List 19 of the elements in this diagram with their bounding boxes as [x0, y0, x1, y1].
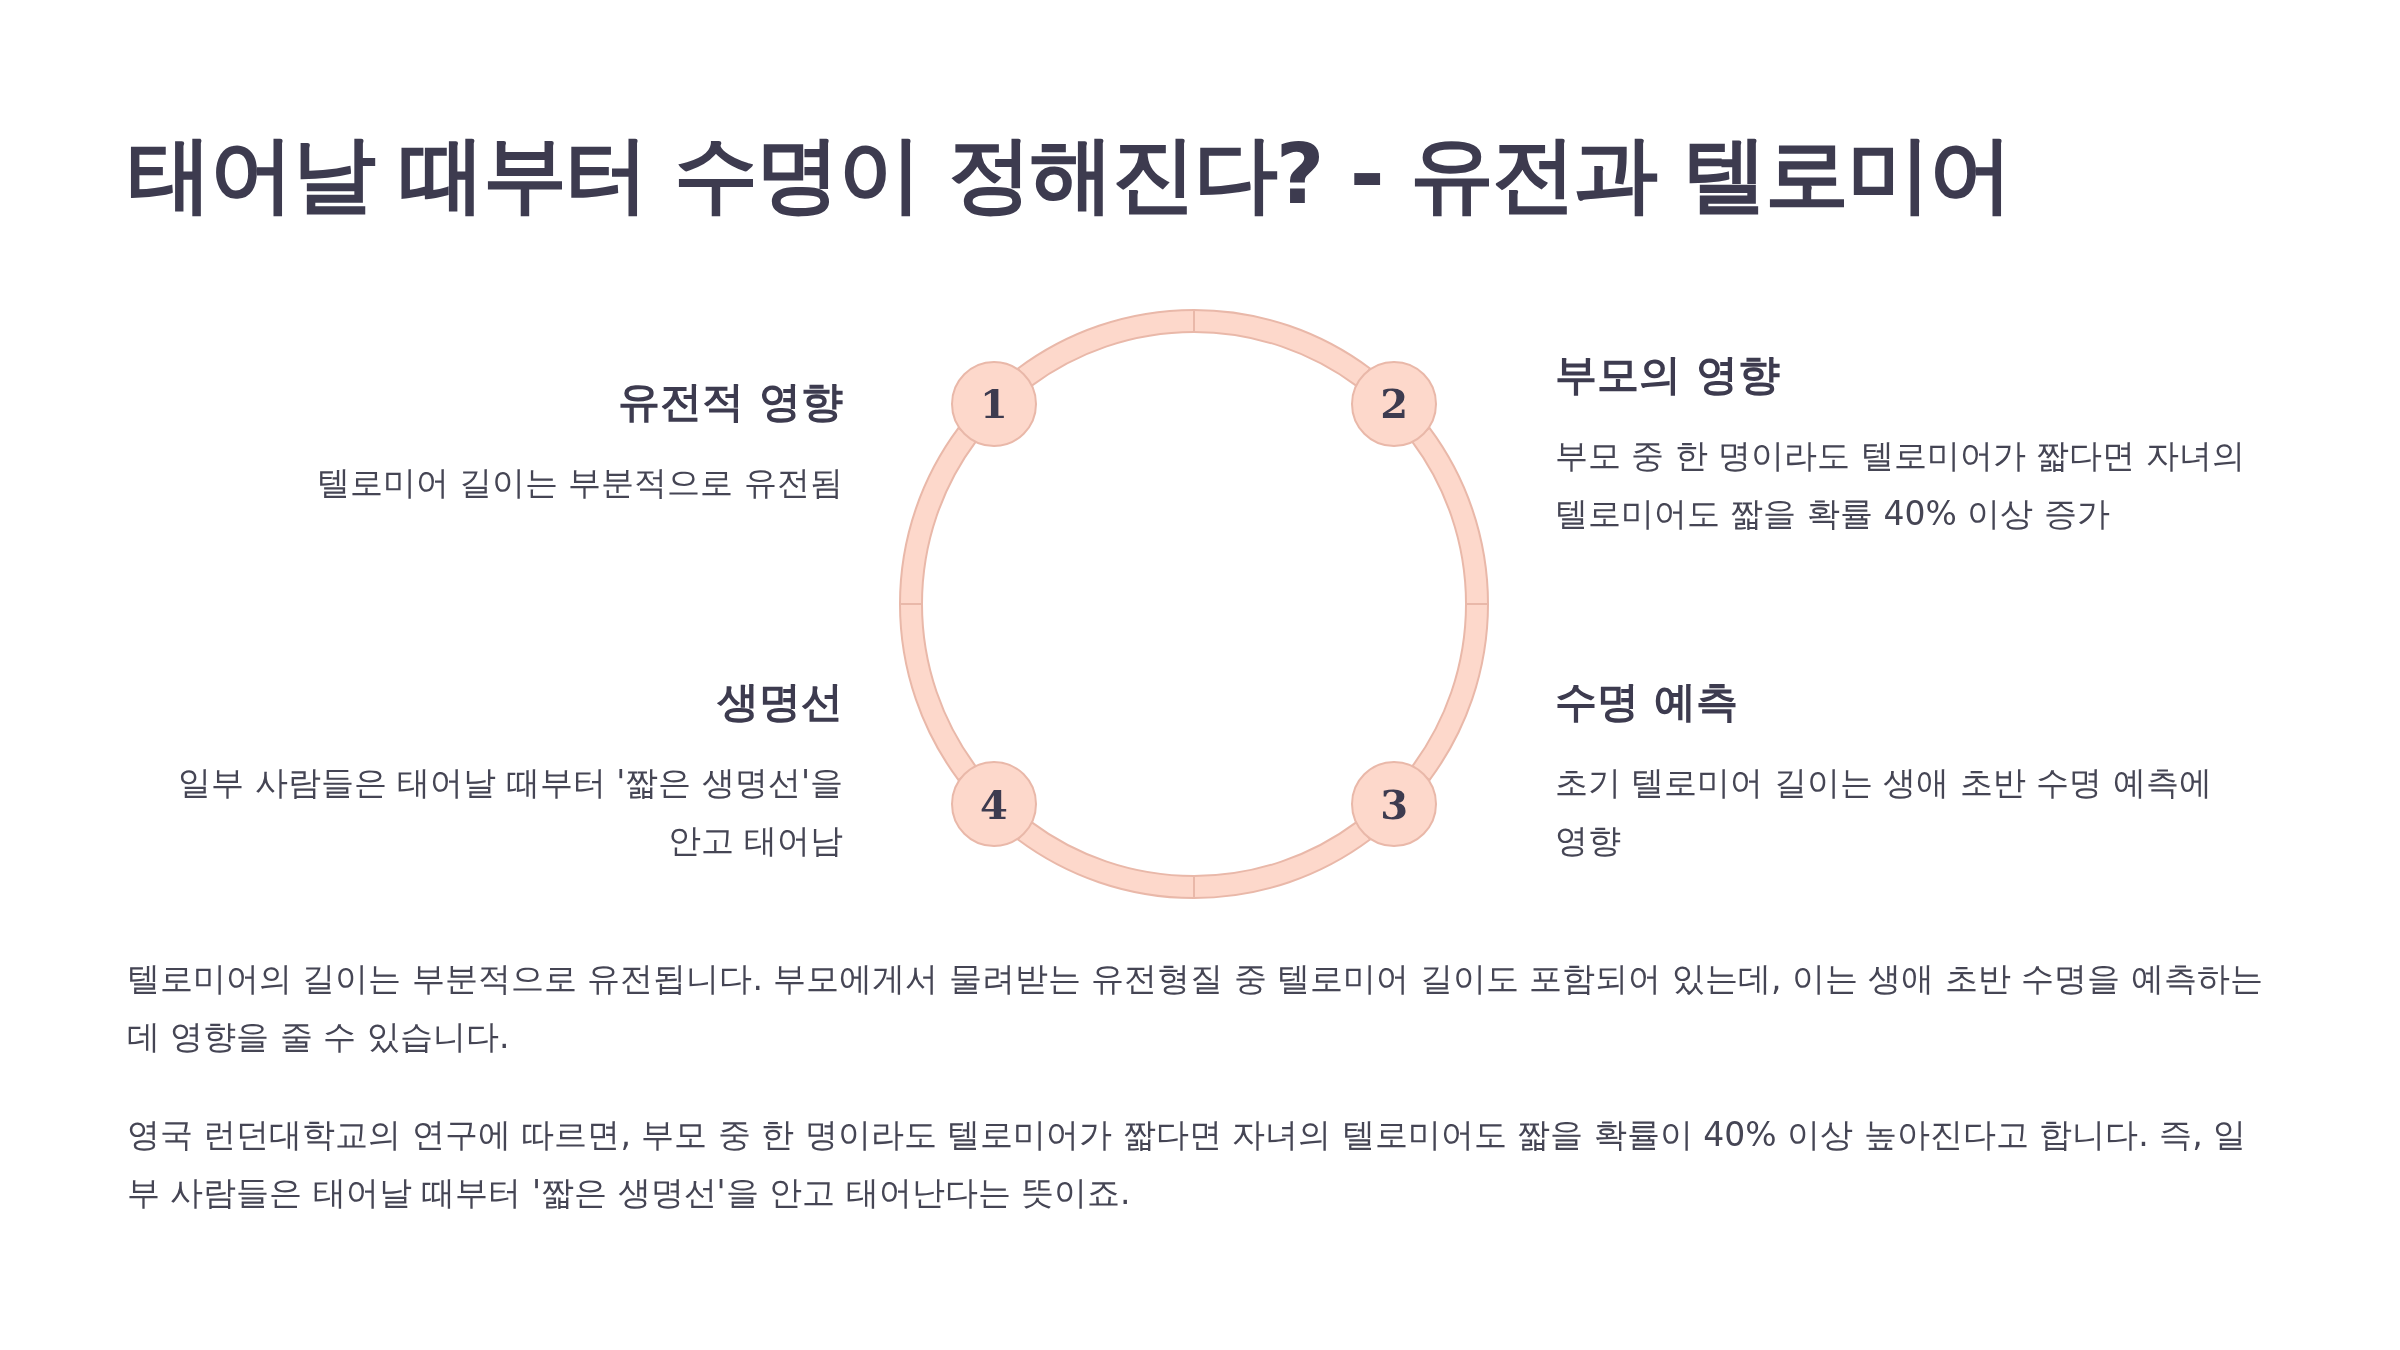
step-heading: 수명 예측 [1555, 676, 1739, 728]
body-paragraph: 영국 런던대학교의 연구에 따르면, 부모 중 한 명이라도 텔로미어가 짧다면 자녀의 텔로미어도 짧을 확률이 40% 이상 높아진다고 합니다. 즉, 일부 사람들은 태어날 때부터 '짧은 생명선'을 안고 태어난다는 뜻이죠. [127, 1114, 2248, 1214]
ring-segment [1016, 309, 1372, 388]
ring-segment [899, 426, 978, 782]
step-description: 초기 텔로미어 길이는 생애 초반 수명 예측에 영향 [1555, 762, 2213, 862]
number-circle: 1 [950, 360, 1037, 447]
body-paragraph: 텔로미어의 길이는 부분적으로 유전됩니다. 부모에게서 물려받는 유전형질 중 텔로미어 길이도 포함되어 있는데, 이는 생애 초반 수명을 예측하는데 영향을 줄 수 있습니다. [127, 958, 2264, 1058]
step-description: 일부 사람들은 태어날 때부터 '짧은 생명선'을 안고 태어남 [177, 762, 843, 862]
step-heading: 생명선 [716, 676, 843, 728]
ring-segment [1410, 426, 1489, 782]
step-description: 텔로미어 길이는 부분적으로 유전됨 [315, 462, 843, 504]
step-heading: 유전적 영향 [617, 376, 843, 428]
number-circle: 2 [1351, 360, 1438, 447]
number-circle: 4 [950, 761, 1037, 848]
number-circle: 3 [1351, 761, 1438, 848]
step-description: 부모 중 한 명이라도 텔로미어가 짧다면 자녀의 텔로미어도 짧을 확률 40% 이상 증가 [1555, 435, 2246, 535]
title: 태어날 때부터 수명이 정해진다? - 유전과 텔로미어 [128, 124, 2012, 225]
step-heading: 부모의 영향 [1555, 349, 1781, 401]
ring-segment [1016, 820, 1372, 899]
